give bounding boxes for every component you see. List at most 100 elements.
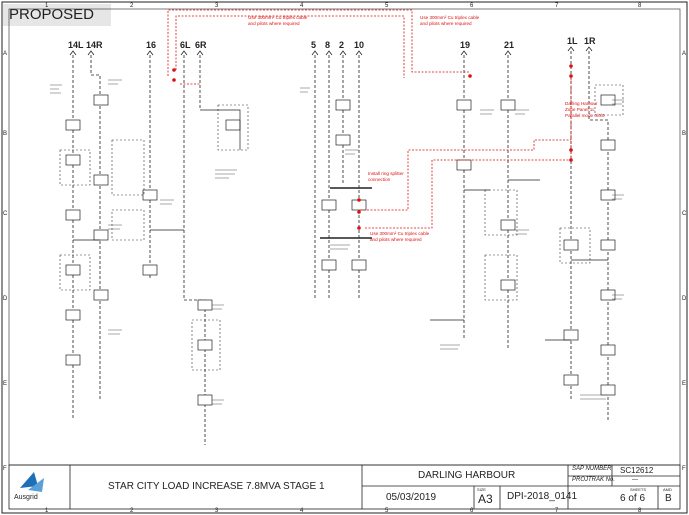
feeder-label-14l: 14L: [68, 40, 84, 50]
terminal-6r: [196, 50, 204, 56]
sheet-count: 6 of 6: [620, 493, 646, 504]
cable-1r: [588, 51, 609, 420]
sap-label: SAP NUMBER: [572, 466, 612, 472]
marker: [357, 226, 361, 230]
tag: [50, 84, 62, 94]
feeder-label-1r: 1R: [584, 36, 596, 46]
grid-rows-left: A B C D E F: [3, 51, 8, 472]
switch-unit: [142, 189, 158, 201]
grid-col-label: 2: [130, 508, 134, 514]
switch-unit: [456, 99, 472, 111]
tag: [212, 399, 224, 405]
substation-enclosures: [59, 84, 624, 371]
grid-row-label: F: [682, 466, 686, 472]
switch-unit: [65, 154, 81, 166]
sheet-size: A3: [478, 492, 493, 506]
grid-col-label: 2: [130, 3, 134, 9]
grid-col-label: 5: [385, 508, 389, 514]
sap-number: SC12612: [620, 466, 654, 475]
enclosure: [484, 254, 518, 301]
branch: [200, 109, 241, 150]
switch-unit: [500, 99, 516, 111]
drawing-frame: [8, 8, 681, 466]
feeder-label-6r: 6R: [195, 40, 207, 50]
feeder-label-21: 21: [504, 40, 514, 50]
feeder-terminals: [69, 46, 593, 56]
company-name: Ausgrid: [14, 494, 38, 501]
terminal-6l: [180, 50, 188, 56]
terminal-14l: [69, 50, 77, 56]
component-tags: [50, 79, 624, 405]
enclosure: [111, 139, 145, 196]
switch-unit: [225, 119, 241, 131]
marker: [172, 78, 176, 82]
switch-unit: [600, 384, 616, 396]
terminal-1l: [567, 46, 575, 52]
enclosure: [217, 104, 249, 151]
switch-unit: [142, 264, 158, 276]
terminal-8: [325, 50, 333, 56]
grid-row-label: E: [682, 381, 686, 387]
switch-unit: [197, 394, 213, 406]
busbars: [320, 187, 372, 239]
tag: [108, 224, 122, 230]
grid-columns-bottom: 1 2 3 4 5 6 7 8: [45, 508, 642, 514]
feeder-label-5: 5: [311, 40, 316, 50]
tag: [212, 304, 224, 310]
switch-unit: [600, 239, 616, 251]
note-1-line-1: Use 300mm² Cu triplex cable: [248, 15, 308, 20]
grid-rows-right: A B C D E F: [682, 51, 687, 472]
note-3-line-2: connection: [368, 177, 391, 182]
note-5-line-3: Parallel mode 0/0/0: [565, 113, 605, 118]
switch-unit: [563, 239, 579, 251]
red-route-4: [360, 139, 571, 211]
terminal-16: [146, 50, 154, 56]
grid-col-label: 8: [638, 508, 642, 514]
grid-col-label: 8: [638, 3, 642, 9]
grid-col-label: 4: [300, 3, 304, 9]
amendment: B: [665, 493, 672, 504]
feeder-label-6l: 6L: [180, 40, 191, 50]
marker: [569, 158, 573, 162]
protrak-number: —: [632, 477, 638, 483]
markup-notes: Use 300mm² Cu triplex cable and pilots w…: [248, 15, 605, 242]
terminal-10: [355, 50, 363, 56]
feeder-label-2: 2: [339, 40, 344, 50]
grid-row-label: A: [3, 51, 7, 57]
tag: [612, 294, 624, 300]
ausgrid-logo-icon: [20, 472, 44, 492]
switch-unit: [500, 279, 516, 291]
feeder-label-19: 19: [460, 40, 470, 50]
marker: [357, 198, 361, 202]
note-1-line-2: and pilots where required: [248, 21, 300, 26]
proposed-cable-routes: [167, 9, 572, 229]
terminal-2: [339, 50, 347, 56]
size-label: SIZE: [477, 487, 486, 492]
grid-col-label: 7: [555, 508, 559, 514]
grid-col-label: 3: [215, 3, 219, 9]
note-2-line-1: Use 300mm² Cu triplex cable: [420, 15, 480, 20]
switch-unit: [65, 119, 81, 131]
protrak-label: PROJTRAK No.: [572, 477, 616, 483]
switch-unit: [197, 339, 213, 351]
terminal-1r: [585, 46, 593, 52]
red-route-1: [167, 9, 470, 76]
proposed-markers: [172, 64, 573, 230]
amd-label: AMD: [663, 487, 672, 492]
tag: [300, 87, 310, 93]
note-2-line-2: and pilots where required: [420, 21, 472, 26]
switch-unit: [321, 259, 337, 271]
switch-unit: [335, 134, 351, 146]
grid-row-label: E: [3, 381, 7, 387]
feeder-label-10: 10: [354, 40, 364, 50]
tag: [515, 109, 529, 115]
tag: [215, 169, 237, 179]
marker: [357, 210, 361, 214]
feeder-labels: 14L 14R 16 6L 6R 5 8 2 10 19 21 1L 1R: [68, 36, 596, 50]
enclosure: [59, 149, 91, 186]
tag: [612, 194, 624, 200]
tag: [440, 344, 460, 350]
grid-row-label: B: [3, 131, 7, 137]
